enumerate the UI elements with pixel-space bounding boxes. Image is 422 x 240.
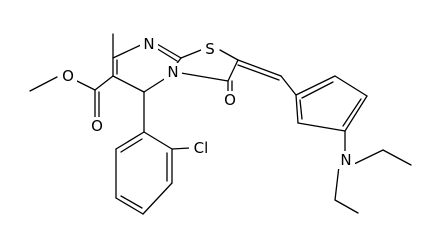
bond-c5-c6 — [112, 75, 145, 93]
bond-c6-carbonylc — [94, 75, 114, 91]
atom-n-ring: N — [143, 35, 154, 53]
bond-c2-ch — [237, 59, 282, 77]
bond-ch-ar1 — [280, 75, 297, 96]
bond-ar-inner-1 — [301, 81, 334, 99]
bond-c2-c3 — [227, 59, 239, 82]
bond-n-c8a — [156, 43, 182, 59]
atom-o-ketone: O — [224, 91, 236, 109]
atom-labels: N S N O O O Cl N — [59, 35, 355, 169]
bond-ar1-ar2 — [295, 75, 336, 96]
bond-s-c2 — [219, 49, 239, 61]
bond-ar4-ar5 — [297, 122, 346, 132]
atom-n-fused: N — [167, 63, 178, 81]
bond-ar5-ar1 — [295, 94, 299, 124]
bond-ph3-ph4 — [142, 182, 173, 215]
bond-c3-nfused — [180, 72, 229, 82]
bond-ph4-ph5 — [115, 197, 144, 215]
bond-ar-inner-3 — [299, 99, 303, 120]
bond-ethyl1-ch3 — [382, 149, 412, 166]
atom-s-ring: S — [205, 40, 215, 58]
atom-cl: Cl — [194, 139, 209, 157]
atom-n-amine: N — [340, 151, 351, 169]
bond-ph6-ph1 — [115, 131, 145, 150]
bond-ar3-ar4 — [344, 95, 368, 132]
bonds — [29, 33, 412, 215]
bond-ar2-ar3 — [334, 75, 368, 97]
bond-ph-inner-2 — [120, 195, 143, 209]
bond-n-ethyl1 — [351, 149, 384, 166]
bond-c8a-s — [180, 49, 202, 59]
bond-ph-inner-3 — [120, 138, 143, 153]
bond-ethyl2-ch3 — [334, 199, 359, 214]
bond-ph2-cl — [171, 147, 191, 150]
bond-n-c8a-double — [155, 47, 178, 62]
bond-o-methyl — [29, 76, 58, 92]
atom-o-ester-ether: O — [62, 67, 74, 85]
bond-ar-inner-2 — [342, 98, 362, 127]
atom-o-ester-carbonyl: O — [91, 117, 103, 135]
bond-c2-ch-double — [237, 64, 280, 81]
molecule-structure: N S N O O O Cl N — [29, 33, 412, 215]
bond-methylc-n — [112, 43, 144, 59]
bond-ph1-ph2 — [143, 131, 173, 150]
bond-n-ethyl2 — [334, 165, 340, 201]
